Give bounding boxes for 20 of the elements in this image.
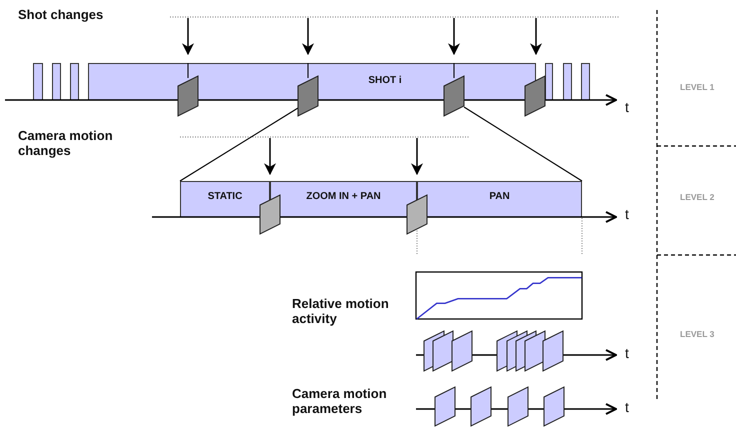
shot-bar xyxy=(33,63,43,100)
row-label: Relative motion activity xyxy=(292,296,390,326)
level-label: LEVEL 1 xyxy=(680,81,714,94)
row-label: Shot changes xyxy=(18,7,104,22)
shot-segment: PAN xyxy=(417,181,582,217)
row-label: Camera motion changes xyxy=(18,128,114,158)
shot-bar xyxy=(563,63,572,100)
shot-bar xyxy=(52,63,61,100)
shot-bar xyxy=(545,63,553,100)
row-label: Camera motion parameters xyxy=(292,386,388,416)
axis-label: t xyxy=(625,400,629,415)
shot-segment: ZOOM IN + PAN xyxy=(270,181,417,217)
shot-bar xyxy=(70,63,79,100)
axis-label: t xyxy=(625,207,629,222)
axis-label: t xyxy=(625,346,629,361)
shot-segment: STATIC xyxy=(180,181,270,217)
axis-label: t xyxy=(625,100,629,115)
level-label: LEVEL 3 xyxy=(680,328,714,341)
shot-bar xyxy=(581,63,590,100)
level-label: LEVEL 2 xyxy=(680,191,714,204)
